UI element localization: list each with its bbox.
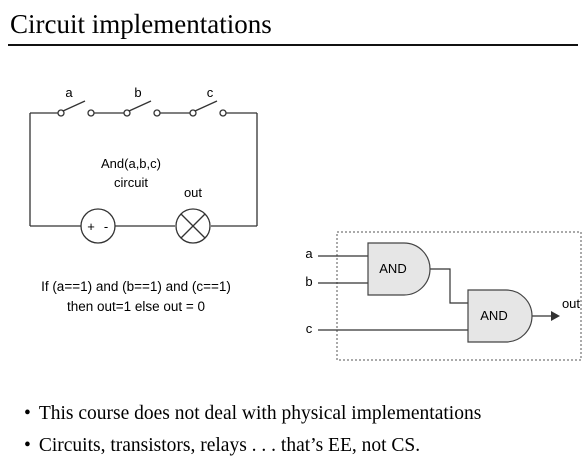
bullet-list: This course does not deal with physical … [24, 398, 481, 462]
switch-c [189, 100, 227, 117]
switch-a [57, 100, 95, 117]
output-arrow-icon [551, 311, 560, 321]
gate2-label: AND [480, 308, 507, 323]
switch-label-a: a [65, 85, 73, 100]
slide-title: Circuit implementations [10, 9, 272, 39]
gate-input-label-b: b [305, 274, 312, 289]
bullet-item: This course does not deal with physical … [24, 398, 481, 430]
lamp-output-label: out [184, 185, 202, 200]
and-gate-1 [367, 242, 431, 296]
gate1-to-gate2-wire [430, 268, 468, 304]
switch-label-b: b [134, 85, 141, 100]
switch-b [123, 100, 161, 117]
condition-text: If (a==1) and (b==1) and (c==1) then out… [20, 277, 252, 317]
condition-line-1: If (a==1) and (b==1) and (c==1) [41, 279, 231, 294]
lamp-icon [175, 208, 211, 244]
gate-output-label: out [562, 296, 580, 311]
circuit-subtitle-label: circuit [114, 175, 148, 190]
gate-wires [318, 255, 551, 331]
gate1-label: AND [379, 261, 406, 276]
gate-diagram-border [336, 231, 582, 361]
title-underline [8, 44, 578, 46]
circuit-name-label: And(a,b,c) [101, 156, 161, 171]
battery-minus: - [104, 219, 108, 234]
condition-line-2: then out=1 else out = 0 [66, 299, 206, 314]
gate-input-label-a: a [305, 246, 313, 261]
battery-icon [80, 208, 116, 244]
electrical-circuit [29, 100, 258, 244]
bullet-item: Circuits, transistors, relays . . . that… [24, 430, 481, 462]
gate-input-label-c: c [306, 321, 313, 336]
battery-plus: + [87, 219, 95, 234]
and-gate-2 [467, 289, 533, 343]
switch-label-c: c [207, 85, 214, 100]
